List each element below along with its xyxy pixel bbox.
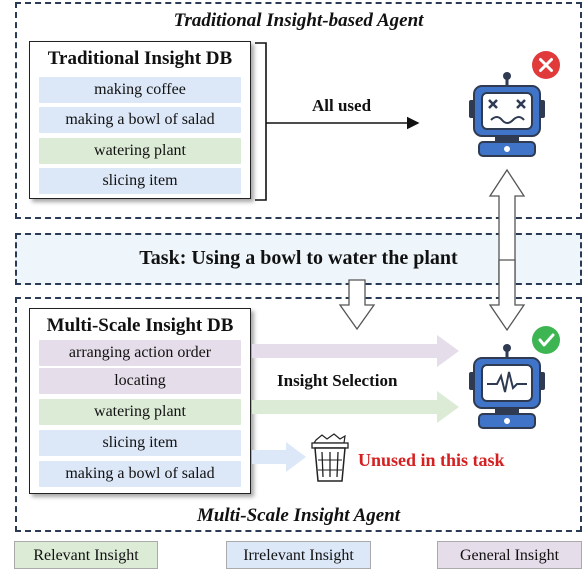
db-item-making-salad: making a bowl of salad [39, 461, 241, 487]
legend-irrelevant: Irrelevant Insight [226, 541, 371, 569]
multi-scale-agent-title: Multi-Scale Insight Agent [196, 505, 401, 526]
db-item-slicing-item: slicing item [39, 430, 241, 456]
db-item-making-coffee: making coffee [39, 77, 241, 103]
traditional-db-title: Traditional Insight DB [47, 48, 233, 69]
db-item-locating: locating [39, 368, 241, 394]
traditional-agent-panel: Traditional Insight-based Agent [15, 2, 582, 219]
unused-label: Unused in this task [358, 450, 505, 470]
error-x-icon [532, 51, 560, 79]
legend-general: General Insight [437, 541, 582, 569]
irrelevant-to-trash-arrow [252, 442, 306, 472]
db-item-arranging-action-order: arranging action order [39, 340, 241, 366]
traditional-agent-title: Traditional Insight-based Agent [173, 10, 424, 31]
relevant-insight-arrow [252, 391, 459, 423]
task-to-db-arrow [338, 279, 376, 331]
legend-relevant: Relevant Insight [14, 541, 158, 569]
all-used-label: All used [312, 96, 372, 115]
working-robot-icon [469, 344, 545, 429]
task-band: Task: Using a bowl to water the plant [15, 233, 582, 285]
insight-selection-label: Insight Selection [277, 371, 398, 390]
check-icon [532, 326, 560, 354]
db-item-watering-plant: watering plant [39, 399, 241, 425]
db-item-making-salad: making a bowl of salad [39, 107, 241, 133]
db-item-watering-plant: watering plant [39, 138, 241, 164]
multi-scale-insight-db: Multi-Scale Insight DB arranging action … [29, 308, 251, 494]
general-insight-arrow [252, 335, 459, 367]
broken-robot-icon [469, 72, 545, 157]
task-to-bottom-robot-arrow [488, 259, 526, 332]
db-item-slicing-item: slicing item [39, 168, 241, 194]
multi-scale-agent-panel: Multi-Scale Insight Agent [15, 297, 582, 532]
trash-icon [311, 433, 349, 482]
db-bracket [255, 42, 267, 201]
traditional-insight-db: Traditional Insight DB making coffee mak… [29, 41, 251, 199]
multi-scale-db-title: Multi-Scale Insight DB [46, 315, 234, 336]
task-text: Task: Using a bowl to water the plant [139, 247, 458, 269]
